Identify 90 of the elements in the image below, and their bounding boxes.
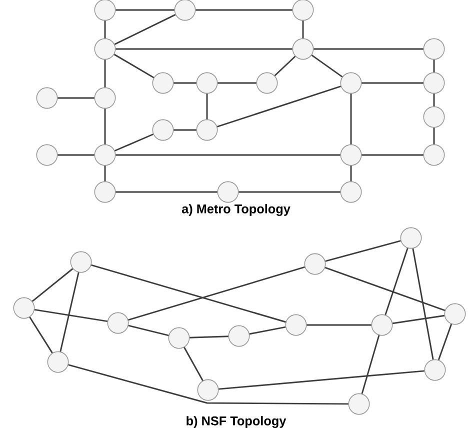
network-node — [292, 0, 314, 21]
network-node — [168, 327, 190, 349]
network-node — [174, 0, 196, 21]
link-line — [302, 20, 304, 38]
network-node — [36, 87, 58, 109]
network-node — [424, 359, 446, 381]
link-line — [433, 94, 435, 106]
link-line — [174, 82, 196, 84]
link-line — [314, 48, 424, 50]
network-node — [196, 119, 218, 141]
network-node — [304, 253, 326, 275]
network-node — [340, 72, 362, 94]
link-line — [196, 9, 292, 11]
network-node — [423, 106, 445, 128]
link-line — [174, 129, 196, 131]
link-line — [325, 240, 401, 262]
link-line — [34, 308, 108, 322]
network-node — [94, 87, 116, 109]
network-node — [70, 251, 92, 273]
network-node — [444, 303, 466, 325]
network-node — [228, 325, 250, 347]
link-line — [438, 324, 452, 360]
link-line — [116, 9, 174, 11]
link-line — [190, 336, 228, 338]
network-node — [256, 72, 278, 94]
network-node — [371, 314, 393, 336]
network-node — [292, 38, 314, 60]
link-line — [392, 314, 444, 324]
link-line — [324, 266, 446, 312]
link-line — [184, 347, 204, 381]
link-line — [433, 128, 435, 144]
network-node — [47, 351, 69, 373]
link-line — [68, 364, 348, 405]
caption: a) Metro Topology — [182, 204, 290, 216]
link-line — [249, 326, 286, 335]
link-line — [60, 272, 80, 352]
network-node — [400, 227, 422, 249]
network-node — [196, 72, 218, 94]
network-node — [36, 144, 58, 166]
link-line — [362, 82, 424, 84]
link-line — [306, 324, 372, 326]
link-line — [58, 97, 94, 99]
caption: b) NSF Topology — [186, 416, 286, 428]
network-node — [94, 38, 116, 60]
link-line — [216, 86, 342, 128]
link-line — [32, 268, 74, 302]
network-node — [340, 144, 362, 166]
network-node — [423, 144, 445, 166]
link-line — [361, 335, 380, 394]
network-node — [348, 393, 370, 415]
network-node — [94, 181, 116, 203]
network-node — [197, 379, 219, 401]
link-line — [58, 154, 94, 156]
link-line — [311, 54, 343, 78]
link-line — [350, 166, 352, 182]
link-line — [104, 20, 106, 38]
network-node — [217, 181, 239, 203]
link-line — [114, 14, 176, 45]
link-line — [116, 154, 340, 156]
link-line — [218, 370, 424, 390]
link-line — [412, 248, 434, 360]
link-line — [128, 266, 305, 321]
link-line — [104, 166, 106, 182]
network-node — [94, 0, 116, 21]
link-line — [104, 60, 106, 88]
link-line — [350, 94, 352, 144]
network-node — [107, 312, 129, 334]
link-line — [206, 94, 208, 120]
link-line — [91, 264, 286, 323]
network-node — [423, 72, 445, 94]
link-line — [104, 108, 106, 144]
network-node — [13, 297, 35, 319]
link-line — [362, 154, 424, 156]
network-node — [423, 38, 445, 60]
network-node — [152, 119, 174, 141]
link-line — [29, 316, 53, 354]
link-line — [433, 60, 435, 72]
network-node — [285, 314, 307, 336]
link-line — [114, 54, 154, 78]
network-node — [152, 72, 174, 94]
network-node — [340, 181, 362, 203]
link-line — [128, 324, 169, 336]
link-line — [218, 82, 256, 84]
link-line — [238, 191, 340, 193]
link-line — [114, 134, 154, 152]
network-node — [94, 144, 116, 166]
link-line — [116, 48, 292, 50]
link-line — [384, 248, 408, 316]
link-line — [116, 191, 218, 193]
link-line — [274, 56, 296, 76]
